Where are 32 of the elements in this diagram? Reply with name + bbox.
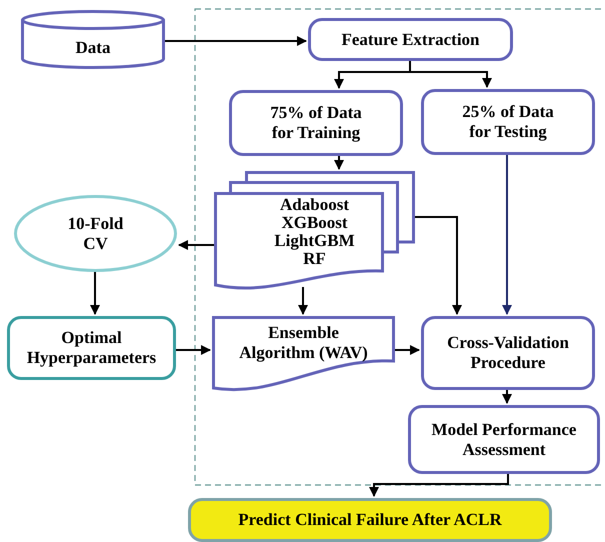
- process-box: [408, 405, 600, 474]
- arrow: [298, 287, 308, 315]
- process-box: [308, 18, 513, 61]
- node-label: 25% of Data for Testing: [461, 102, 555, 142]
- node-label: Adaboost XGBoost LightGBM RF: [273, 196, 356, 268]
- process-box: [229, 90, 403, 156]
- arrow: [415, 216, 462, 315]
- arrow: [334, 156, 344, 170]
- process-box: [421, 89, 595, 155]
- arrow: [502, 390, 512, 404]
- database-cylinder: [21, 10, 165, 69]
- arrow: [90, 272, 100, 315]
- node-label: Ensemble Algorithm (WAV): [238, 323, 368, 363]
- arrow: [409, 61, 492, 88]
- arrow: [165, 36, 307, 46]
- node-label: Predict Clinical Failure After ACLR: [238, 510, 502, 530]
- process-box: [7, 316, 176, 380]
- node-label: Cross-Validation Procedure: [446, 333, 570, 373]
- process-box: [188, 498, 552, 542]
- process-box: [421, 316, 595, 390]
- node-label: 10-Fold CV: [66, 214, 124, 254]
- node-label: Feature Extraction: [341, 30, 480, 50]
- arrow: [369, 474, 509, 497]
- node-label: 75% of Data for Training: [269, 103, 363, 143]
- arrow: [176, 345, 211, 355]
- arrow: [502, 155, 512, 315]
- arrow: [178, 240, 214, 250]
- node-label: Model Performance Assessment: [430, 420, 578, 460]
- arrow: [395, 345, 420, 355]
- node-label: Optimal Hyperparameters: [26, 328, 158, 368]
- process-ellipse: [14, 195, 177, 272]
- node-label: Data: [76, 38, 110, 58]
